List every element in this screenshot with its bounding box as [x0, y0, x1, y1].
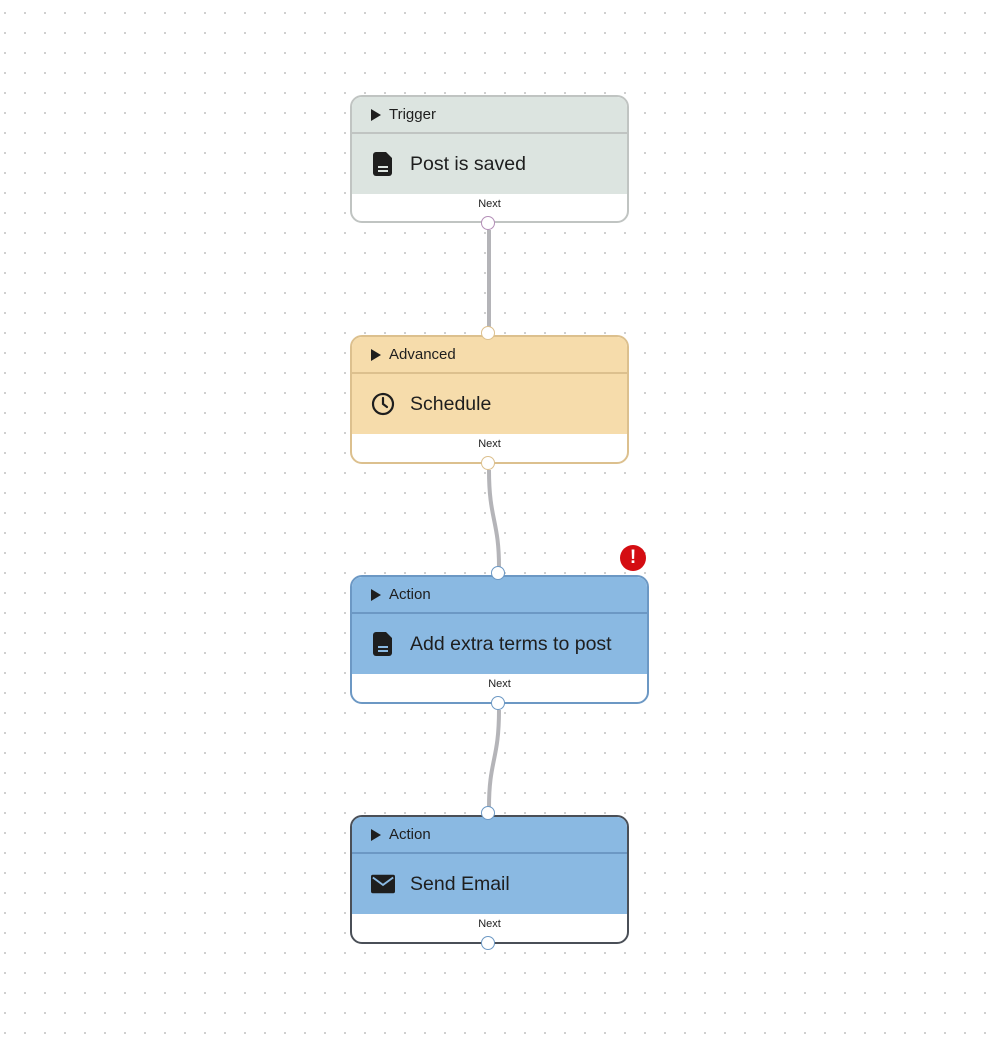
node-type-label: Action — [389, 586, 431, 603]
node-header[interactable]: Trigger — [352, 97, 627, 134]
trigger-node[interactable]: Trigger Post is saved Next — [350, 95, 629, 223]
envelope-icon — [371, 872, 395, 896]
node-title: Send Email — [410, 872, 510, 895]
input-handle[interactable] — [491, 566, 505, 580]
node-type-label: Action — [389, 826, 431, 843]
edge-action-email[interactable] — [487, 709, 501, 808]
node-body: Send Email — [352, 854, 627, 914]
output-handle[interactable] — [481, 936, 495, 950]
output-handle[interactable] — [491, 696, 505, 710]
node-body: Post is saved — [352, 134, 627, 194]
next-label: Next — [488, 678, 511, 690]
node-type-label: Advanced — [389, 346, 456, 363]
schedule-node[interactable]: Advanced Schedule Next — [350, 335, 629, 464]
node-body: Schedule — [352, 374, 627, 434]
node-title: Schedule — [410, 392, 492, 415]
node-title: Post is saved — [410, 152, 526, 175]
next-label: Next — [478, 198, 501, 210]
edge-schedule-action[interactable] — [487, 469, 501, 568]
next-label: Next — [478, 438, 501, 450]
expand-triangle-icon[interactable] — [371, 828, 381, 841]
output-handle[interactable] — [481, 456, 495, 470]
expand-triangle-icon[interactable] — [371, 108, 381, 121]
input-handle[interactable] — [481, 806, 495, 820]
document-icon — [371, 152, 395, 176]
error-icon[interactable]: ! — [620, 545, 646, 571]
node-header[interactable]: Action — [352, 577, 647, 614]
document-icon — [371, 632, 395, 656]
expand-triangle-icon[interactable] — [371, 588, 381, 601]
node-type-label: Trigger — [389, 106, 436, 123]
input-handle[interactable] — [481, 326, 495, 340]
node-header[interactable]: Advanced — [352, 337, 627, 374]
node-header[interactable]: Action — [352, 817, 627, 854]
add-terms-node[interactable]: Action Add extra terms to post Next — [350, 575, 649, 704]
node-body: Add extra terms to post — [352, 614, 647, 674]
node-title: Add extra terms to post — [410, 632, 612, 655]
send-email-node[interactable]: Action Send Email Next — [350, 815, 629, 944]
output-handle[interactable] — [481, 216, 495, 230]
clock-icon — [371, 392, 395, 416]
expand-triangle-icon[interactable] — [371, 348, 381, 361]
next-label: Next — [478, 918, 501, 930]
